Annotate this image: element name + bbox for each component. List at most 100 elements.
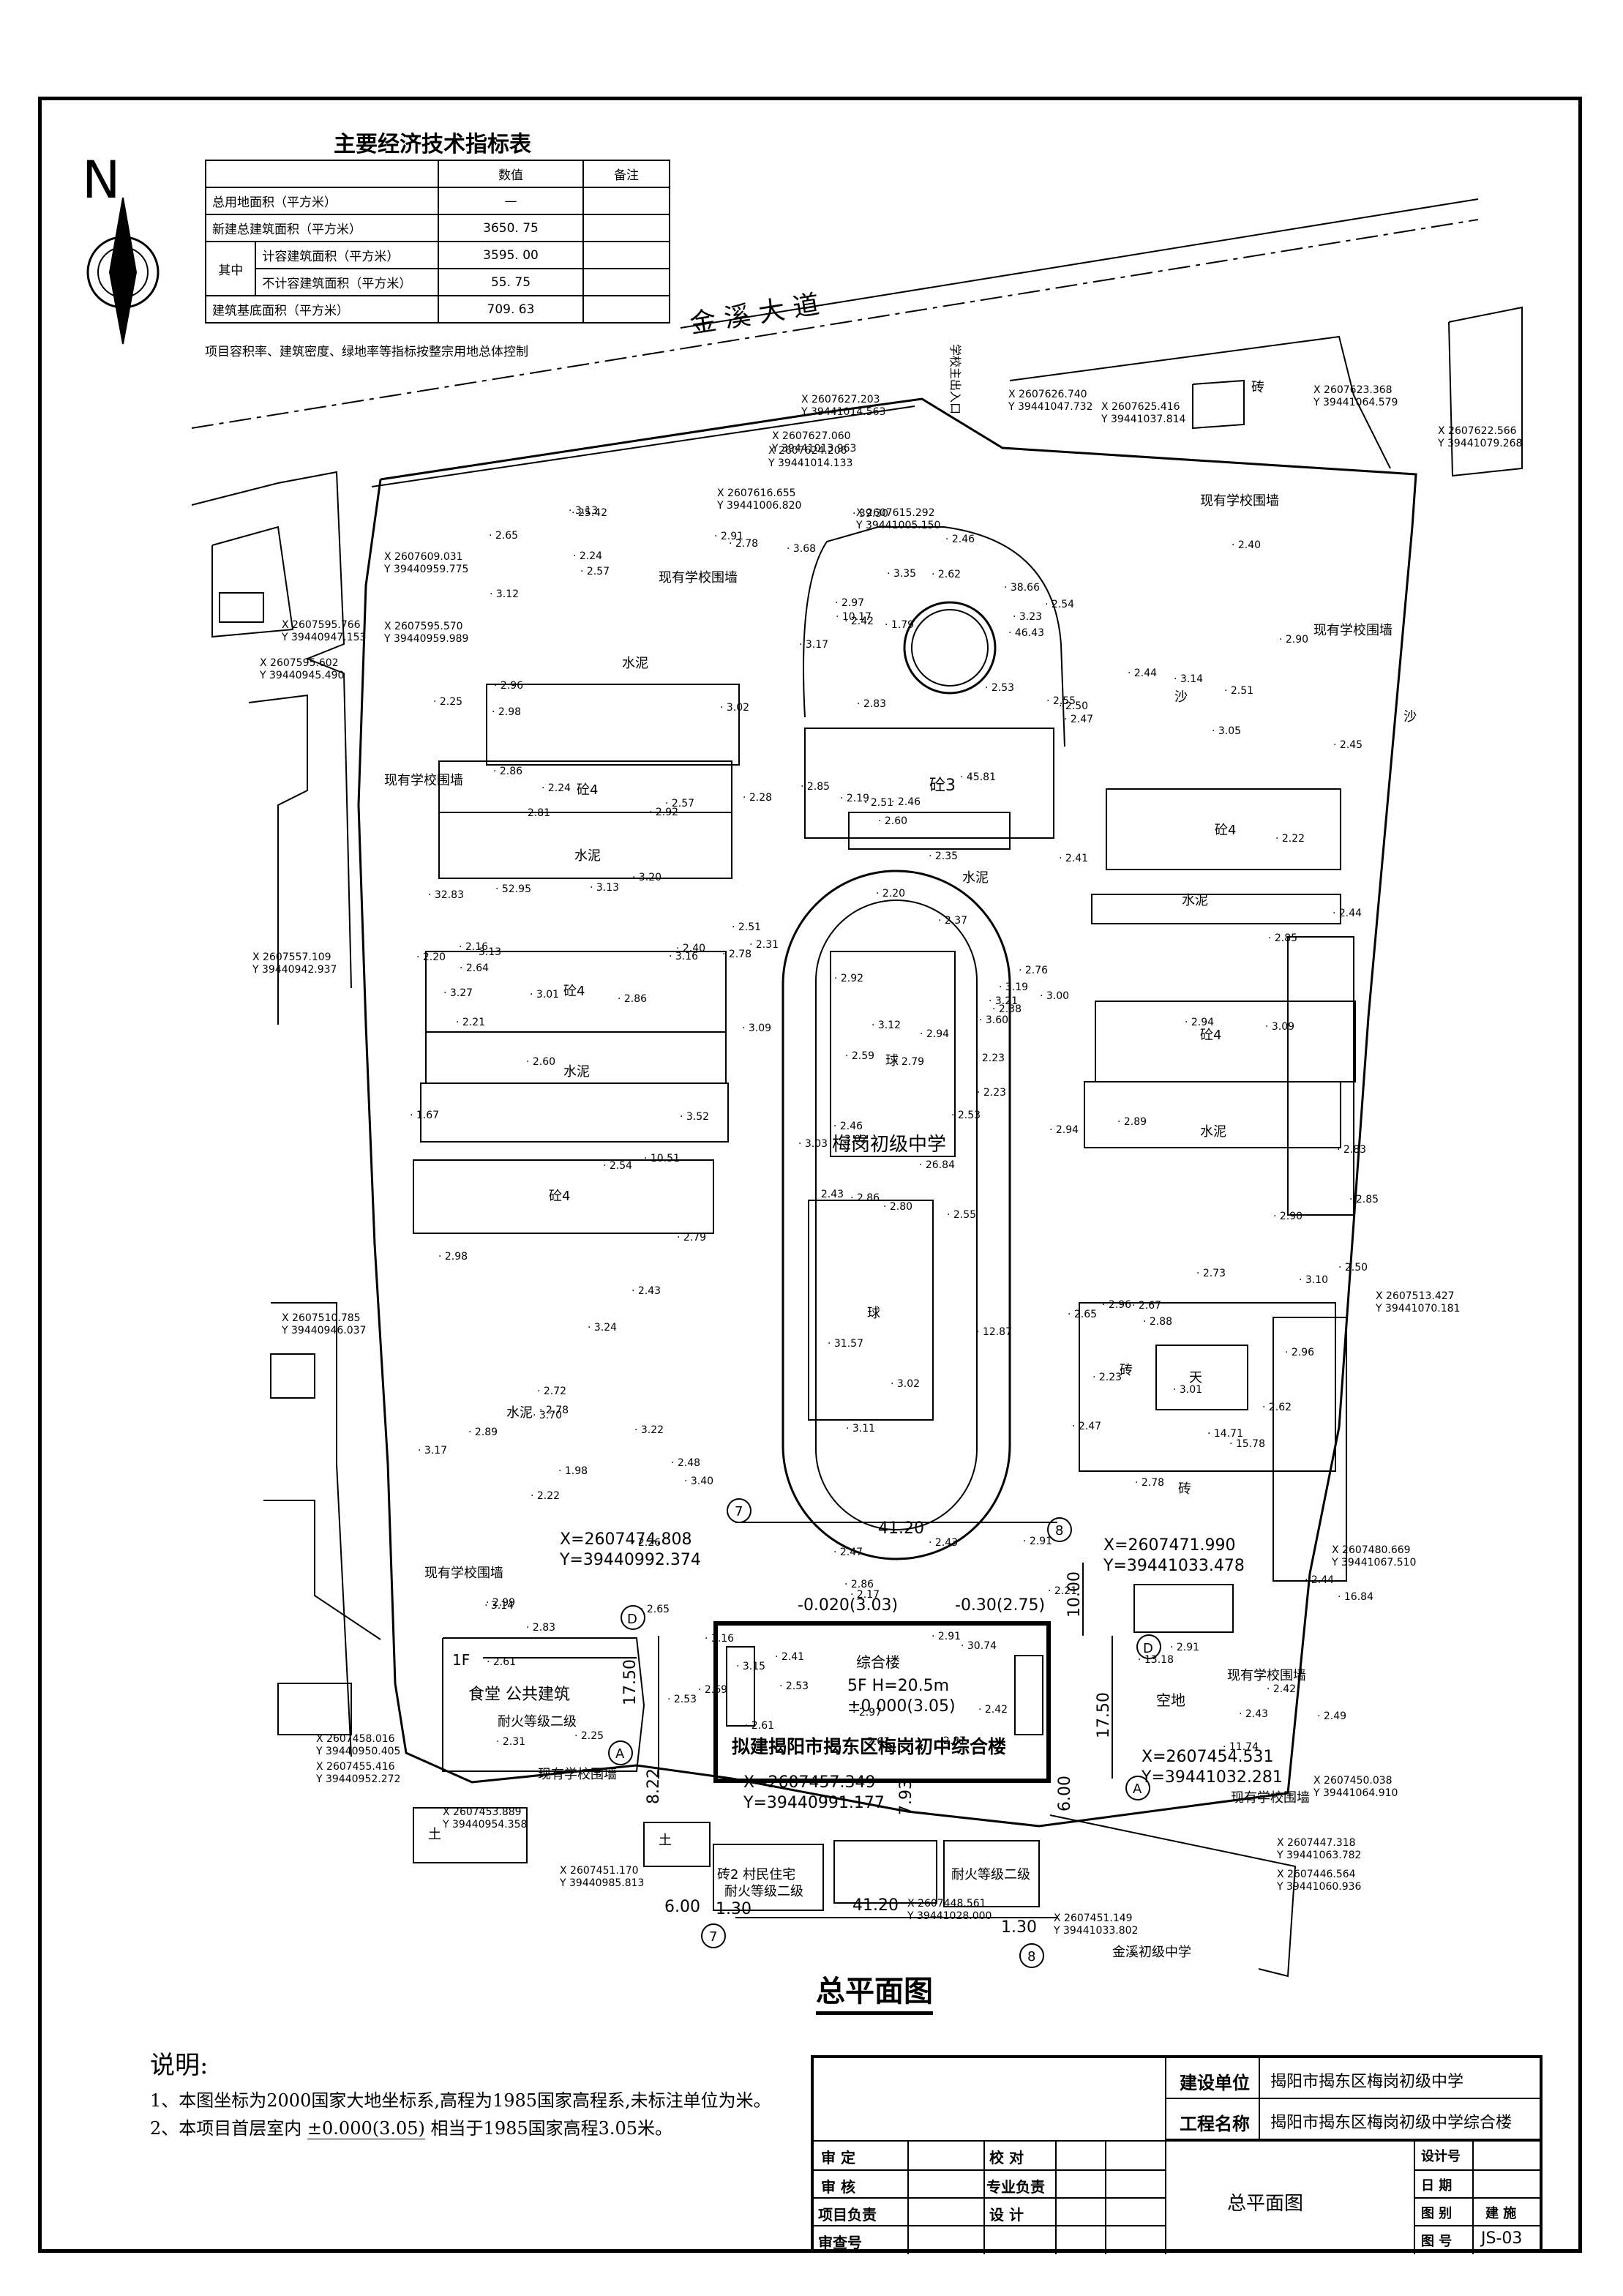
survey-coordinate: Y 39441014.563 xyxy=(801,406,885,418)
spot-elevation: · 45.81 xyxy=(960,771,996,783)
dimension: 17.50 xyxy=(621,1659,640,1705)
spot-elevation: · 11.74 xyxy=(1223,1741,1259,1753)
spot-elevation: · 2.91 xyxy=(932,1631,961,1642)
survey-coordinate: Y 39440985.813 xyxy=(559,1877,644,1889)
survey-coordinate: X 2607627.203 xyxy=(801,394,880,405)
coord-y: Y=39441033.478 xyxy=(1103,1557,1245,1575)
canteen-grade: 耐火等级二级 xyxy=(498,1714,577,1730)
spot-elevation: · 2.47 xyxy=(1064,714,1093,725)
survey-coordinate: Y 39440952.272 xyxy=(315,1773,400,1785)
spot-elevation: · 15.78 xyxy=(1229,1438,1265,1450)
wall-label: 现有学校围墙 xyxy=(1313,623,1393,638)
road-name: 金 溪 大 道 xyxy=(688,289,822,339)
spot-elevation: · 3.09 xyxy=(1265,1021,1294,1033)
spot-elevation: · 2.25 xyxy=(574,1730,604,1742)
spot-elevation: · 2.96 xyxy=(1285,1347,1314,1358)
axis-label: 7 xyxy=(709,1929,717,1945)
spot-elevation: · 3.12 xyxy=(872,1020,901,1031)
spot-elevation: · 2.90 xyxy=(1273,1211,1302,1222)
spot-elevation: · 26.84 xyxy=(919,1159,955,1171)
tb-date: 日 期 xyxy=(1421,2178,1453,2194)
wall-label: 现有学校围墙 xyxy=(424,1566,503,1581)
spot-elevation: · 3.13 xyxy=(569,505,598,517)
spot-elevation: · 2.42 xyxy=(1267,1683,1296,1695)
spot-elevation: · 3.15 xyxy=(736,1661,765,1672)
spot-elevation: · 2.41 xyxy=(775,1651,804,1663)
spot-elevation: · 2.53 xyxy=(985,682,1014,694)
axis-label: D xyxy=(1143,1641,1153,1656)
builder-label: 建设单位 xyxy=(1180,2073,1250,2093)
survey-coordinate: Y 39441028.000 xyxy=(907,1910,992,1922)
level-right: -0.30(2.75) xyxy=(955,1596,1045,1615)
spot-elevation: · 3.14 xyxy=(484,1600,514,1612)
spot-elevation: · 2.78 xyxy=(722,949,751,960)
spot-elevation: · 2.46 xyxy=(891,796,921,808)
spot-elevation: · 2.25 xyxy=(433,696,462,708)
spot-elevation: · 2.73 xyxy=(1196,1268,1226,1279)
canteen-floor: 1F xyxy=(452,1651,470,1669)
spot-elevation: · 2.65 xyxy=(640,1604,670,1615)
canteen-name: 食堂 公共建筑 xyxy=(468,1686,570,1704)
dimension: 41.20 xyxy=(878,1519,924,1538)
spot-elevation: · 3.12 xyxy=(490,588,519,600)
spot-elevation: · 2.90 xyxy=(1279,634,1308,646)
spot-elevation: · 2.50 xyxy=(1059,700,1088,712)
survey-coordinate: X 2607455.416 xyxy=(316,1761,395,1773)
spot-elevation: · 2.57 xyxy=(580,566,610,577)
table-header xyxy=(205,160,439,188)
material-label: 天 xyxy=(1189,1370,1202,1386)
spot-elevation: · 2.86 xyxy=(493,766,522,777)
spot-elevation: · 2.86 xyxy=(850,1192,880,1204)
axis-label: 8 xyxy=(1055,1523,1063,1538)
spot-elevation: · 3.14 xyxy=(1174,673,1203,685)
survey-coordinate: Y 39441005.150 xyxy=(855,520,940,531)
spot-elevation: · 3.17 xyxy=(418,1445,447,1456)
survey-coordinate: Y 39441014.133 xyxy=(768,457,852,469)
level-left: -0.020(3.03) xyxy=(798,1596,898,1615)
spot-elevation: · 32.83 xyxy=(428,889,464,901)
spot-elevation: · 3.00 xyxy=(1040,990,1069,1002)
dimension: 1.30 xyxy=(716,1900,751,1918)
spot-elevation: · 3.52 xyxy=(680,1111,709,1123)
spot-elevation: · 2.85 xyxy=(1349,1194,1379,1205)
axis-label: D xyxy=(627,1612,637,1627)
spot-elevation: · 2.87 xyxy=(937,1735,966,1747)
wall-label: 现有学校围墙 xyxy=(384,773,463,788)
dimension: 6.00 xyxy=(1056,1776,1074,1811)
note-text: 相当于1985国家高程3.05米。 xyxy=(430,2118,673,2139)
table-cell: 总用地面积（平方米） xyxy=(205,187,439,215)
spot-elevation: · 2.47 xyxy=(833,1547,863,1558)
spot-elevation: · 3.16 xyxy=(669,951,698,962)
spot-elevation: · 2.78 xyxy=(539,1405,569,1416)
wall-label: 现有学校围墙 xyxy=(1200,493,1279,509)
spot-elevation: · 16.84 xyxy=(1338,1591,1373,1603)
table-header: 数值 xyxy=(438,160,584,188)
table-cell: 709. 63 xyxy=(438,295,584,324)
survey-coordinate: X 2607450.038 xyxy=(1313,1775,1393,1787)
spot-elevation: · 2.61 xyxy=(487,1656,516,1668)
building-name: 拟建揭阳市揭东区梅岗初中综合楼 xyxy=(732,1736,1006,1757)
spot-elevation: · 2.72 xyxy=(537,1386,566,1397)
spot-elevation: · 3.16 xyxy=(705,1633,734,1645)
material-label: 砼4 xyxy=(1215,823,1236,838)
note-line: 2、本项目首层室内 ±0.000(3.05) 相当于1985国家高程3.05米。 xyxy=(150,2114,672,2139)
spot-elevation: · 3.21 xyxy=(989,995,1018,1007)
spot-elevation: · 2.31 xyxy=(749,939,779,951)
spot-elevation: · 2.65 xyxy=(1068,1309,1097,1320)
spot-elevation: · 2.94 xyxy=(1049,1124,1079,1136)
spot-elevation: · 3.23 xyxy=(1013,611,1042,623)
spot-elevation: · 2.97 xyxy=(835,597,864,609)
spot-elevation: · 2.78 xyxy=(729,538,758,550)
dimension: 17.50 xyxy=(1095,1692,1113,1738)
survey-coordinate: X 2607453.889 xyxy=(443,1806,522,1818)
spot-elevation: · 2.43 xyxy=(814,1189,844,1200)
coord-x: X=2607471.990 xyxy=(1103,1536,1235,1555)
material-label: 球 xyxy=(867,1306,880,1321)
spot-elevation: · 2.24 xyxy=(573,550,602,562)
spot-elevation: · 2.31 xyxy=(496,1736,525,1748)
spot-elevation: · 3.17 xyxy=(799,639,828,651)
spot-elevation: · 2.23 xyxy=(977,1087,1006,1099)
spot-elevation: · 2.62 xyxy=(932,569,961,580)
survey-coordinate: X 2607625.416 xyxy=(1101,401,1180,413)
